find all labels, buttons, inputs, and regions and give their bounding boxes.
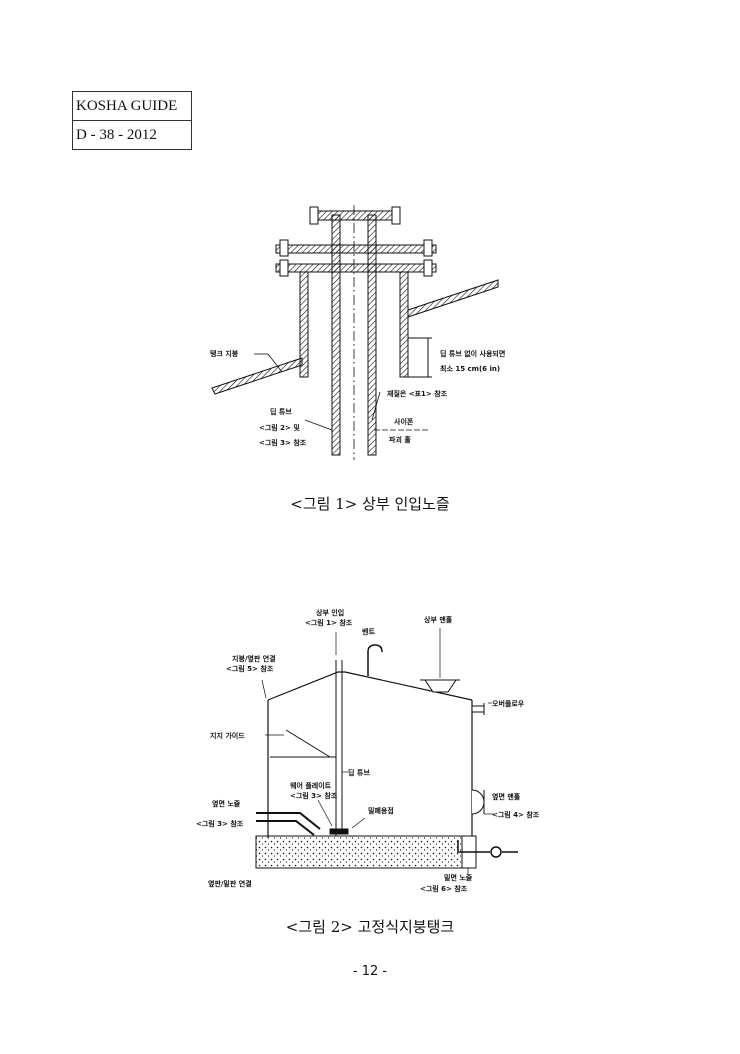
tank-roof-plate — [211, 279, 499, 395]
f2-side-nozzle: 옆면 노즐 — [212, 799, 241, 808]
guide-title: KOSHA GUIDE — [76, 98, 178, 114]
f2-top-manhole: 상부 맨홀 — [424, 615, 453, 624]
f2-dip-tube: 딥 튜브 — [348, 768, 370, 777]
flanges — [275, 206, 437, 277]
figure-1-drawing: 탱크 지붕 딥 튜브 없이 사용되면 최소 15 cm(6 in) 재질은 <표… — [210, 205, 505, 460]
f2-top-inlet-ref: <그림 1> 참조 — [305, 618, 353, 627]
f2-wear-plate-ref: <그림 3> 참조 — [290, 791, 338, 800]
dip-tube-pipe — [331, 205, 377, 460]
f2-seal-weld: 밀폐용접 — [368, 806, 394, 815]
side-nozzle — [256, 812, 321, 836]
f2-side-manhole-ref: <그림 4> 참조 — [492, 810, 540, 819]
f2-side-nozzle-ref: <그림 3> 참조 — [196, 819, 244, 828]
f2-roof-shell: 지붕/옆판 연결 — [232, 654, 276, 663]
f2-roof-shell-ref: <그림 5> 참조 — [226, 664, 274, 673]
top-manhole — [420, 679, 460, 693]
f2-support-guide: 지지 가이드 — [210, 731, 245, 740]
guide-code: D - 38 - 2012 — [73, 120, 191, 149]
label-tank-roof: 탱크 지붕 — [210, 349, 239, 358]
label-dip-tube: 딥 튜브 — [270, 407, 292, 416]
figure-2-caption: <그림 2> 고정식지붕탱크 — [285, 918, 455, 936]
nozzle-neck — [299, 271, 409, 378]
leader-lines — [254, 353, 430, 431]
f2-wear-plate: 웨어 플레이트 — [290, 781, 332, 790]
f2-bottom-nozzle: 밑면 노즐 — [444, 873, 473, 882]
f2-top-inlet: 상부 인입 — [316, 608, 344, 617]
bottom-nozzle — [457, 840, 518, 858]
label-siphon: 사이폰 — [394, 417, 414, 426]
label-no-dip-1: 딥 튜브 없이 사용되면 — [440, 349, 505, 358]
vent — [367, 644, 383, 676]
label-no-dip-2: 최소 15 cm(6 in) — [440, 364, 500, 373]
label-ref-fig3: <그림 3> 참조 — [259, 438, 307, 447]
guide-box: KOSHA GUIDE D - 38 - 2012 — [72, 91, 192, 150]
dip-tube-f2 — [329, 660, 349, 836]
page-number: - 12 - — [352, 964, 388, 979]
f2-overflow: 오버플로우 — [492, 699, 525, 708]
f2-bottom-nozzle-ref: <그림 6> 참조 — [420, 884, 468, 893]
dimension-line — [408, 337, 432, 378]
side-manhole — [471, 789, 485, 815]
label-breaker-hole: 파괴 홀 — [389, 435, 411, 444]
f2-side-manhole: 옆면 맨홀 — [492, 792, 521, 801]
overflow-nozzle — [471, 703, 485, 715]
foundation — [255, 835, 477, 869]
label-ref-fig2: <그림 2> 및 — [259, 423, 300, 432]
f2-vent: 벤트 — [362, 627, 375, 636]
figure-1-caption: <그림 1> 상부 인입노즐 — [290, 495, 450, 513]
figure-2-drawing: 상부 인입 <그림 1> 참조 벤트 상부 맨홀 지붕/옆판 연결 <그림 5>… — [196, 608, 540, 893]
leader-lines-f2 — [261, 628, 494, 875]
f2-shell-bottom: 옆판/밑판 연결 — [208, 879, 252, 888]
label-material: 재질은 <표1> 참조 — [387, 389, 448, 398]
